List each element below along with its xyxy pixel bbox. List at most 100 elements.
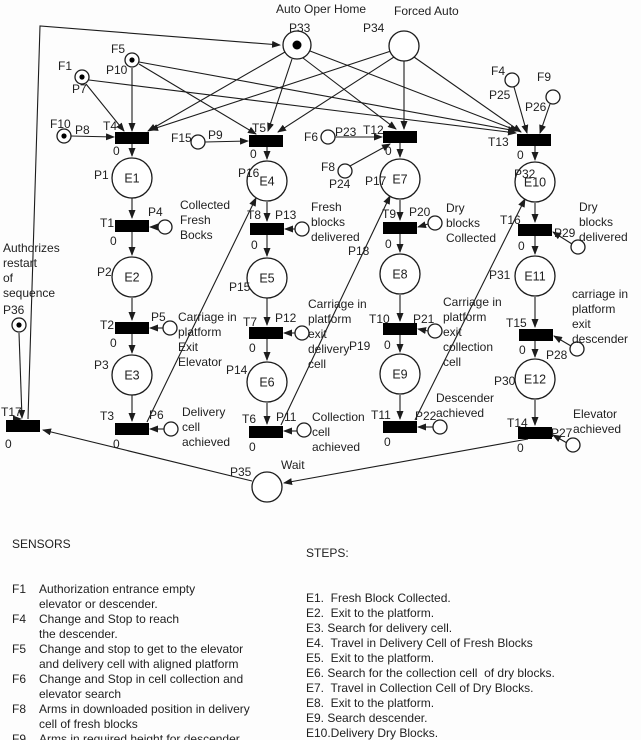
annotation-5-line-3: delivery — [308, 342, 349, 356]
transition-T15[interactable] — [519, 329, 553, 341]
transition-T13[interactable] — [517, 134, 551, 146]
label-p3: P3 — [94, 358, 109, 372]
place-P11[interactable] — [296, 422, 312, 438]
place-P22[interactable] — [432, 419, 448, 435]
step-line-3: E3. Search for delivery cell. — [306, 621, 453, 635]
transition-T10[interactable] — [383, 323, 417, 335]
transition-T14[interactable] — [518, 427, 552, 439]
label-f6: F6 — [304, 130, 318, 144]
arc-P7>T13 — [88, 79, 517, 136]
timer-T6: 0 — [249, 440, 256, 454]
transition-T3[interactable] — [115, 423, 149, 435]
place-P4[interactable] — [157, 219, 173, 235]
sensor-text: Change and stop to get to the elevator — [39, 642, 244, 656]
annotation-7-line-1: platform — [572, 302, 615, 316]
place-P20[interactable] — [427, 215, 443, 231]
place-P23[interactable] — [320, 129, 336, 145]
step-line-6: E6. Search for the collection cell of dr… — [306, 666, 555, 680]
transition-T5[interactable] — [249, 135, 283, 147]
annotation-3-line-1: blocks — [579, 215, 613, 229]
sensor-text: Authorization entrance empty — [39, 582, 196, 596]
arc-P27>T14 — [552, 434, 568, 444]
step-line-9: E9. Search descender. — [306, 711, 428, 725]
annotation-0-line-1: Fresh — [180, 213, 211, 227]
annotation-8-line-1: cell — [182, 420, 200, 434]
place-P21[interactable] — [427, 323, 443, 339]
transition-T2[interactable] — [115, 322, 149, 334]
label-T4: T4 — [103, 119, 117, 133]
transition-T7[interactable] — [249, 327, 283, 339]
transition-T16[interactable] — [518, 224, 552, 236]
place-P18[interactable] — [379, 253, 421, 295]
place-P34[interactable] — [388, 30, 420, 62]
place-P26[interactable] — [545, 89, 561, 105]
place-P31[interactable] — [514, 255, 556, 297]
step-line-1: E1. Fresh Block Collected. — [306, 591, 451, 605]
timer-T12: 0 — [385, 144, 392, 158]
arc-T11>P32 — [414, 198, 526, 421]
transition-T8[interactable] — [250, 223, 284, 235]
sensor-code — [12, 657, 39, 672]
sensor-code — [12, 717, 39, 732]
label-p2: P2 — [97, 265, 112, 279]
arc-P35>T17 — [42, 428, 253, 482]
label-T7: T7 — [243, 315, 257, 329]
transition-T17[interactable] — [6, 420, 40, 432]
transition-T12[interactable] — [383, 131, 417, 143]
annotation-6-line-1: platform — [443, 310, 486, 324]
arc-P34>T5 — [277, 56, 395, 133]
sensor-text: and delivery cell with aligned platform — [39, 657, 239, 671]
transition-T6[interactable] — [249, 426, 283, 438]
arc-P33>T12 — [302, 57, 397, 130]
step-label-E12: E12 — [524, 373, 546, 387]
label-p17: P17 — [365, 174, 387, 188]
label-T3: T3 — [100, 409, 114, 423]
place-P1[interactable] — [111, 157, 153, 199]
place-P17[interactable] — [379, 158, 421, 200]
place-P19[interactable] — [379, 353, 421, 395]
place-P2[interactable] — [111, 256, 153, 298]
annotation-5-line-0: Carriage in — [308, 297, 367, 311]
label-p10: P10 — [106, 63, 128, 77]
place-P16[interactable] — [246, 160, 288, 202]
place-P6[interactable] — [163, 421, 179, 437]
place-P14[interactable] — [246, 361, 288, 403]
annotation-5-line-1: platform — [308, 312, 351, 326]
step-line-8: E8. Exit to the platform. — [306, 696, 435, 710]
sensor-line-cont-3: the descender. — [12, 627, 302, 642]
place-P24[interactable] — [337, 163, 353, 179]
place-P5[interactable] — [162, 320, 178, 336]
place-P32[interactable] — [514, 161, 556, 203]
label-p12: P12 — [275, 311, 297, 325]
step-label-E11: E11 — [524, 270, 545, 284]
place-P3[interactable] — [111, 354, 153, 396]
sensor-text: elevator or descender. — [39, 597, 158, 611]
place-P35[interactable] — [251, 471, 283, 503]
place-P25[interactable] — [504, 72, 520, 88]
place-P30[interactable] — [514, 358, 556, 400]
transition-T1[interactable] — [115, 220, 149, 232]
label-T10: T10 — [369, 312, 390, 326]
place-P28[interactable] — [569, 341, 585, 357]
place-P27[interactable] — [565, 437, 581, 453]
arc-P28>T15 — [553, 335, 572, 347]
label-p27: P27 — [551, 426, 573, 440]
annotation-2-line-0: Dry — [446, 201, 465, 215]
place-P12[interactable] — [294, 325, 310, 341]
transition-T9[interactable] — [383, 222, 417, 234]
annotation-4-line-0: Carriage in — [178, 310, 237, 324]
transition-T11[interactable] — [383, 421, 417, 433]
label-T8: T8 — [247, 208, 261, 222]
place-P15[interactable] — [246, 257, 288, 299]
arc-P24>T12 — [349, 143, 391, 167]
place-P29[interactable] — [570, 239, 586, 255]
place-P13[interactable] — [294, 221, 310, 237]
timer-T13: 0 — [517, 148, 524, 162]
place-P9[interactable] — [190, 134, 206, 150]
arc-P33>T5 — [267, 58, 293, 132]
transition-T4[interactable] — [115, 132, 149, 144]
label-p35: P35 — [230, 465, 252, 479]
